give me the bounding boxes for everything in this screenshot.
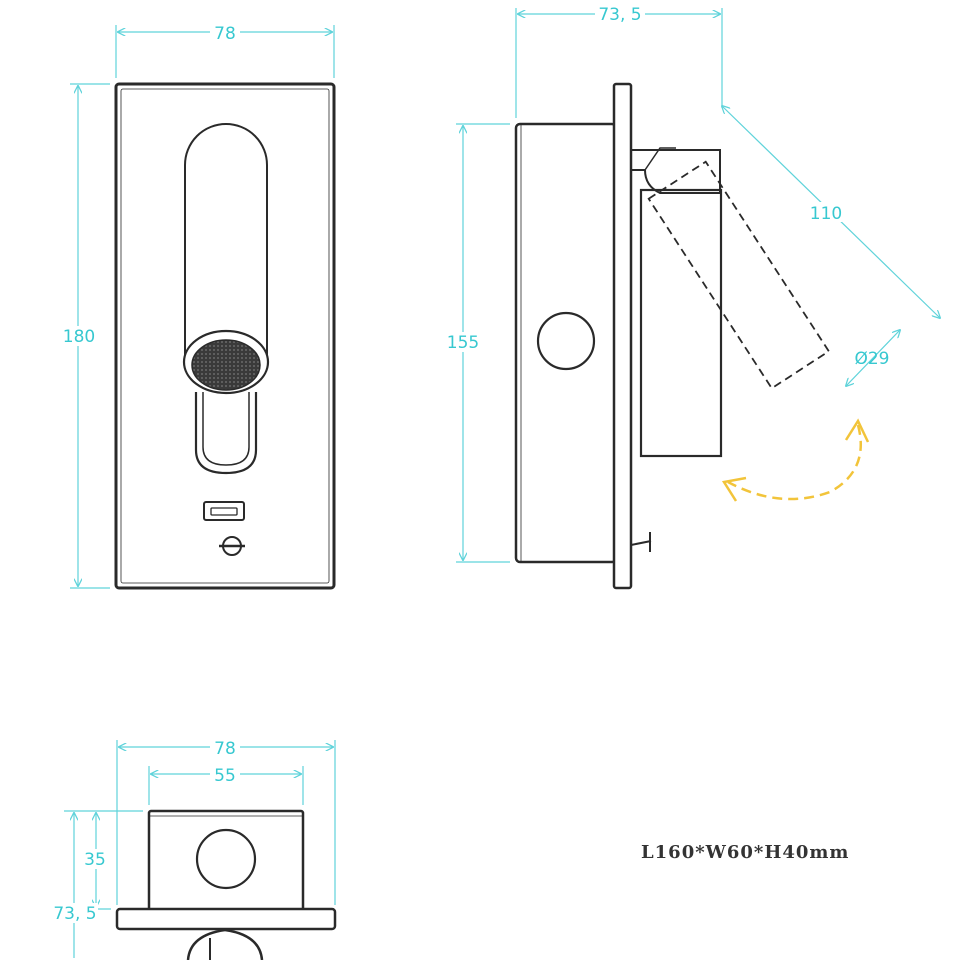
front-width-label: 78 [214,24,236,44]
head-diameter-label: Ø29 [854,349,889,369]
top-knob [195,828,257,890]
side-body [514,122,618,564]
side-height-label: 155 [447,333,479,353]
lamp-arm-loop [194,392,258,475]
front-plate [114,82,336,590]
top-outer-width-label: 78 [214,739,236,759]
tilted-lamp-arm [647,160,831,390]
top-box-height-label: 35 [84,850,106,870]
side-plate [612,82,633,590]
front-view: 78 180 [62,22,336,590]
top-lamp-head [186,928,264,960]
product-size-spec: L160*W60*H40mm [641,842,850,863]
arm-length-label: 110 [810,204,842,224]
side-knob [536,311,596,371]
side-depth-label: 73, 5 [598,5,641,25]
lamp-slot [184,123,268,363]
top-plate [115,907,337,931]
rotation-arrow [727,424,862,501]
side-view: 73, 5 155 110 Ø29 [446,4,940,590]
front-height-label: 180 [63,327,95,347]
top-depth-label: 73, 5 [53,904,96,924]
top-box [147,809,305,913]
top-view: 78 55 35 73, 5 [52,737,337,960]
usb-port [203,501,245,521]
side-lamp-housing [639,188,723,458]
top-inner-width-label: 55 [214,766,236,786]
